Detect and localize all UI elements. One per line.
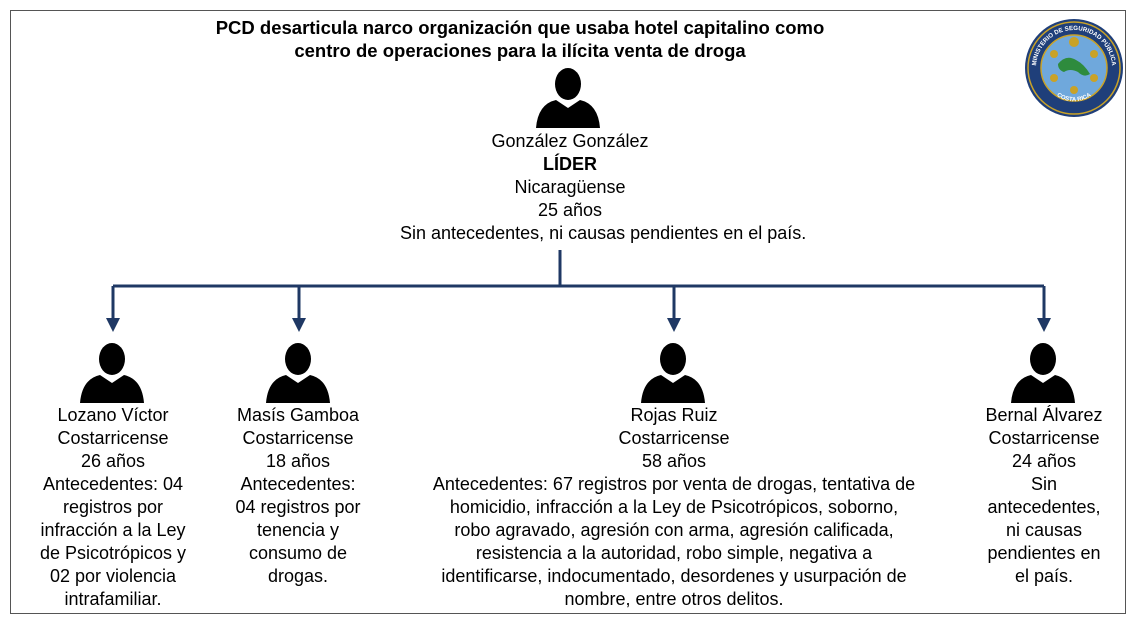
seal-bottom-text: COSTA RICA: [1056, 92, 1093, 103]
member-record-line: tenencia y: [256, 520, 340, 540]
member-info-masis: Masís Gamboa Costarricense 18 años Antec…: [212, 404, 384, 588]
member-name: Rojas Ruiz: [630, 405, 718, 425]
member-record-line: drogas.: [267, 566, 329, 586]
member-record-line: Antecedentes: 04: [42, 474, 184, 494]
member-record-line: homicidio, infracción a la Ley de Psicot…: [449, 497, 899, 517]
member-info-rojas: Rojas Ruiz Costarricense 58 años Anteced…: [394, 404, 954, 611]
member-age: 26 años: [80, 451, 146, 471]
member-age: 58 años: [641, 451, 707, 471]
member-record-line: de Psicotrópicos y: [39, 543, 187, 563]
member-record-line: infracción a la Ley: [40, 520, 186, 540]
diagram-title: PCD desarticula narco organización que u…: [200, 16, 840, 62]
leader-age: 25 años: [537, 200, 603, 220]
member-record-line: registros por: [62, 497, 164, 517]
member-name: Masís Gamboa: [236, 405, 360, 425]
title-line-2: centro de operaciones para la ilícita ve…: [294, 40, 746, 61]
member-record-line: consumo de: [248, 543, 348, 563]
member-record-line: nombre, entre otros delitos.: [564, 589, 784, 609]
leader-nationality: Nicaragüense: [514, 177, 626, 197]
leader-name: González González: [491, 131, 649, 151]
member-record-line: resistencia a la autoridad, robo simple,…: [475, 543, 873, 563]
member-name: Lozano Víctor: [57, 405, 169, 425]
member-silhouette-icon: [641, 343, 705, 403]
ministry-seal-logo: MINISTERIO DE SEGURIDAD PÚBLICA COSTA RI…: [1025, 19, 1123, 117]
member-nationality: Costarricense: [618, 428, 730, 448]
member-nationality: Costarricense: [242, 428, 354, 448]
member-record-line: antecedentes,: [987, 497, 1101, 517]
member-record-line: robo agravado, agresión con arma, agresi…: [454, 520, 894, 540]
member-record-line: el país.: [1014, 566, 1074, 586]
member-record-line: pendientes en: [987, 543, 1101, 563]
member-info-lozano: Lozano Víctor Costarricense 26 años Ante…: [18, 404, 208, 611]
member-silhouette-icon: [1011, 343, 1075, 403]
leader-silhouette-icon: [536, 68, 600, 128]
member-nationality: Costarricense: [988, 428, 1100, 448]
diagram-frame: [10, 10, 1126, 614]
member-record-line: Sin: [1030, 474, 1057, 494]
member-silhouette-icon: [266, 343, 330, 403]
title-line-1: PCD desarticula narco organización que u…: [215, 17, 825, 38]
member-nationality: Costarricense: [57, 428, 169, 448]
member-record-line: intrafamiliar.: [64, 589, 162, 609]
member-record-line: ni causas: [1005, 520, 1083, 540]
member-name: Bernal Álvarez: [985, 405, 1103, 425]
member-record-line: Antecedentes: 67 registros por venta de …: [432, 474, 916, 494]
member-record-line: Antecedentes:: [240, 474, 356, 494]
leader-role: LÍDER: [543, 154, 597, 174]
leader-record: Sin antecedentes, ni causas pendientes e…: [400, 223, 807, 243]
member-record-line: 04 registros por: [235, 497, 361, 517]
member-info-bernal: Bernal Álvarez Costarricense 24 años Sin…: [966, 404, 1122, 588]
member-record-line: 02 por violencia: [49, 566, 177, 586]
member-age: 18 años: [265, 451, 331, 471]
member-silhouette-icon: [80, 343, 144, 403]
svg-text:COSTA RICA: COSTA RICA: [1056, 92, 1093, 103]
member-record-line: identificarse, indocumentado, desordenes…: [441, 566, 907, 586]
leader-info: González González LÍDER Nicaragüense 25 …: [400, 130, 807, 245]
member-age: 24 años: [1011, 451, 1077, 471]
